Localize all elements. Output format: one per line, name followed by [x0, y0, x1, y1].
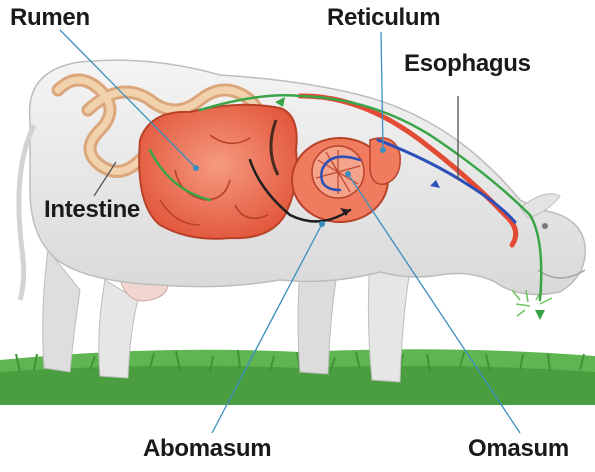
grass	[0, 349, 595, 405]
label-abomasum: Abomasum	[143, 435, 271, 463]
label-intestine: Intestine	[44, 196, 140, 224]
label-omasum: Omasum	[468, 435, 569, 463]
label-esophagus: Esophagus	[404, 50, 531, 78]
label-reticulum: Reticulum	[327, 4, 440, 32]
label-rumen: Rumen	[10, 4, 90, 32]
